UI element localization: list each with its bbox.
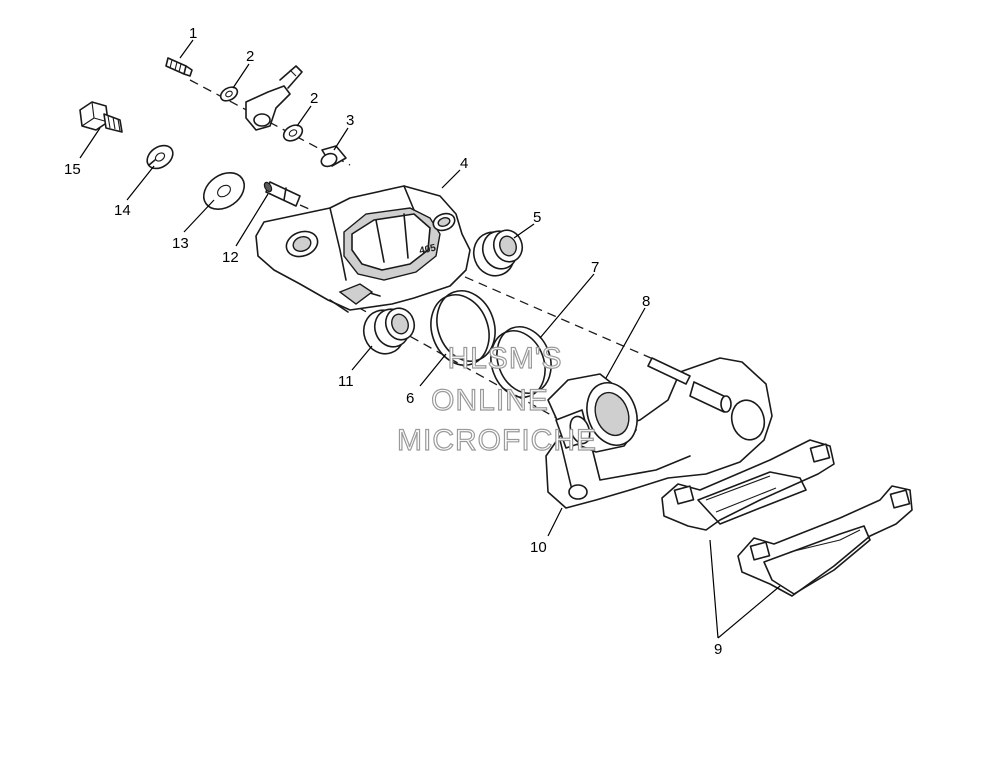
callout-8: 8 [642,293,650,310]
part-2-washer-upper [219,86,239,102]
callout-labels: 1 2 2 3 4 5 6 7 8 9 10 11 12 13 14 15 [64,25,722,658]
leader-14 [126,165,155,201]
watermark-line-3: MICROFICHE [397,424,597,457]
caliper-stamp: 405 [418,243,437,257]
watermark-line-2: ONLINE [431,384,549,417]
part-10-caliper-bracket [545,357,773,509]
part-11-boot-lower [362,307,416,355]
part-12-slide-pin [263,181,301,207]
leader-3 [333,127,349,151]
part-5-boot-upper [472,229,524,277]
callout-11: 11 [338,373,354,390]
leader-5 [513,223,535,239]
leader-15 [79,127,101,159]
callout-1: 1 [189,25,197,42]
part-6-piston-seal [430,290,496,366]
leader-12 [235,193,269,247]
leader-9b [717,585,781,639]
callout-6: 6 [406,390,414,407]
part-9-brake-pad-upper [661,439,835,531]
part-14-lock-washer [146,144,174,170]
part-9-brake-pad-lower [737,485,913,597]
leader-2a [232,63,250,89]
part-2-washer-lower [282,124,304,142]
callout-3: 3 [346,112,354,129]
callout-2-upper: 2 [246,48,254,65]
watermark: HLSM'S ONLINE MICROFICHE [396,341,597,457]
leader-1 [179,39,194,59]
leader-7 [539,273,595,339]
callout-12: 12 [222,249,239,266]
leader-11 [351,345,373,371]
callout-4: 4 [460,155,468,172]
leader-4 [441,169,461,189]
assembly-axis-lower [344,299,561,421]
leader-8 [605,307,646,379]
part-3-bushing [320,145,347,168]
leader-6 [419,353,447,387]
callout-9: 9 [714,641,722,658]
callout-2-lower: 2 [310,90,318,107]
part-1-bleed-screw [165,57,193,77]
watermark-line-1: HLSM'S [447,342,562,375]
leader-9a [709,539,719,639]
leader-10 [547,507,563,537]
part-15-bolt [79,101,123,133]
banjo-fitting [245,65,303,131]
leader-lines [79,39,781,639]
part-7-dust-seal [490,326,552,398]
callout-13: 13 [172,235,189,252]
callout-5: 5 [533,209,541,226]
callout-10: 10 [530,539,547,556]
callout-15: 15 [64,161,81,178]
part-4-caliper-body: 405 [255,185,471,313]
part-8-piston [547,373,638,453]
leader-13 [183,199,215,233]
callout-14: 14 [114,202,131,219]
callout-7: 7 [591,259,599,276]
leader-2b [296,105,312,127]
